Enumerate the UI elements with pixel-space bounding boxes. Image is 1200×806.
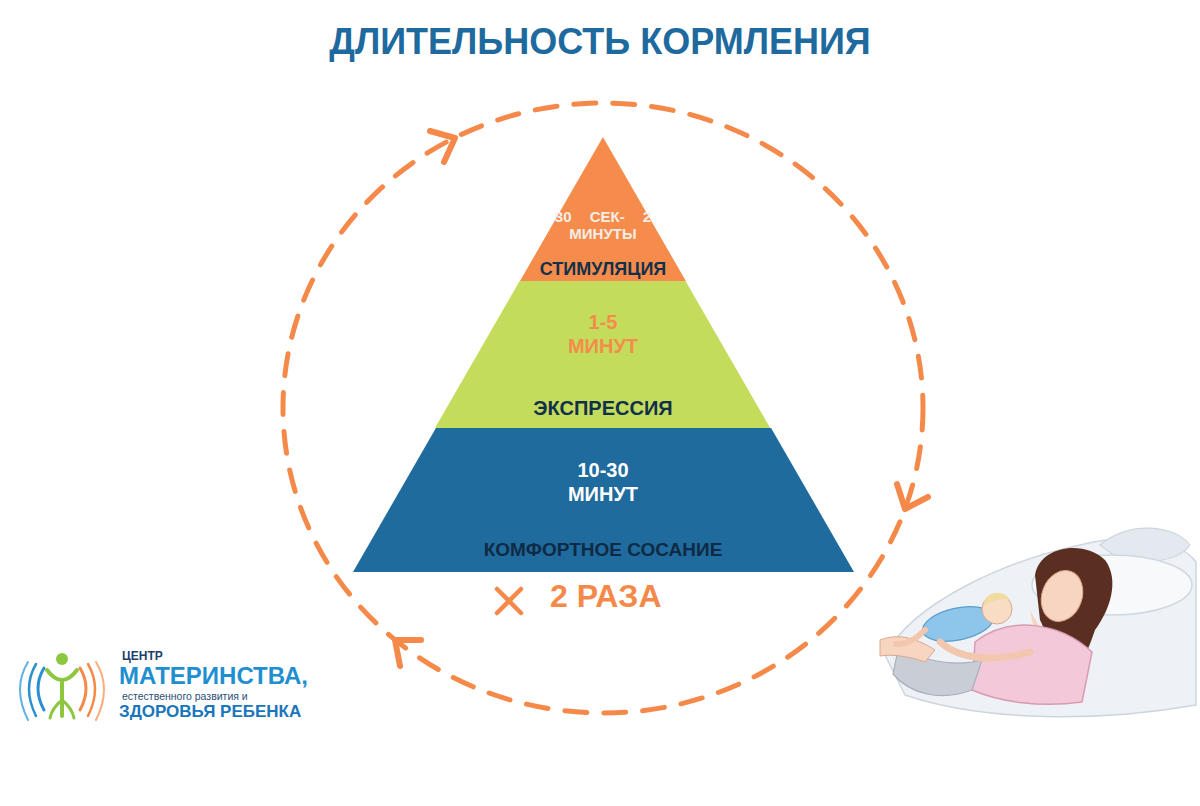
band-fill — [520, 137, 686, 281]
repeat-count: 2 РАЗА — [550, 579, 661, 614]
pyramid-band: 1-5 МИНУТ ЭКСПРЕССИЯ — [435, 281, 770, 428]
band-fill — [435, 281, 770, 428]
stage-name: КОМФОРТНОЕ СОСАНИЕ — [484, 540, 723, 559]
pyramid-band: 10-30 МИНУТ КОМФОРТНОЕ СОСАНИЕ — [353, 428, 854, 572]
duration-text: 10-30 МИНУТ — [558, 458, 648, 506]
cycle-arrows — [395, 131, 928, 666]
arrow-head — [430, 131, 455, 162]
logo-icon — [20, 653, 104, 720]
arrow-head — [897, 484, 928, 509]
logo-text: ЗДОРОВЬЯ РЕБЕНКА — [119, 703, 301, 722]
stage-name: СТИМУЛЯЦИЯ — [540, 260, 667, 278]
multiply-sign — [497, 589, 521, 613]
logo-text: естественного развития и — [122, 691, 248, 703]
logo-text: ЦЕНТР — [122, 650, 163, 663]
band-fill — [353, 428, 854, 572]
mother-illustration — [880, 528, 1196, 717]
duration-text: 1-5 МИНУТ — [558, 310, 648, 358]
duration-text: 30 СЕК- 2 МИНУТЫ — [554, 209, 652, 242]
stage-name: ЭКСПРЕССИЯ — [533, 398, 672, 418]
pyramid-band: 30 СЕК- 2 МИНУТЫ СТИМУЛЯЦИЯ — [520, 137, 686, 281]
cycle-ring — [283, 103, 923, 713]
logo-text: МАТЕРИНСТВА, — [119, 663, 308, 689]
diagram-title: ДЛИТЕЛЬНОСТЬ КОРМЛЕНИЯ — [0, 20, 1200, 63]
arrow-head — [395, 640, 421, 666]
